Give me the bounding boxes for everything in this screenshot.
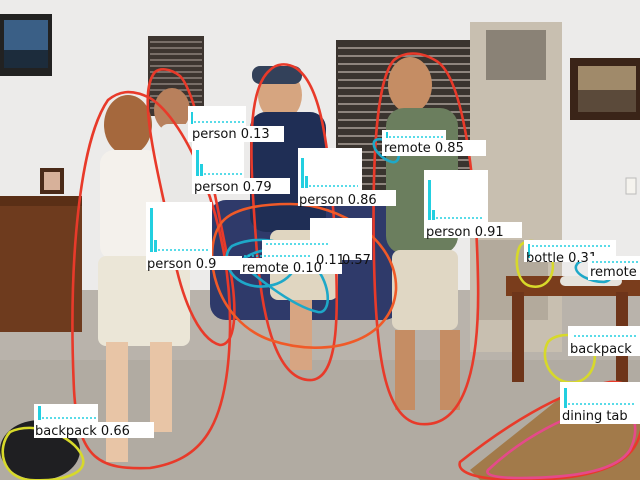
label-text: dining tab <box>562 409 628 424</box>
label-cluster-mid: 0.11 0.57 remote 0.10 <box>240 218 372 276</box>
person-green-leg2 <box>440 330 460 410</box>
label-text: person 0.86 <box>299 193 377 208</box>
dresser-top <box>0 196 82 206</box>
person-green-head <box>388 57 432 113</box>
label-remote-table: remote <box>588 256 640 280</box>
person-navy-leg <box>290 300 312 370</box>
label-person-013: person 0.13 <box>188 106 284 142</box>
person-woman-leg2 <box>150 342 172 432</box>
label-text: remote 0.10 <box>242 261 322 276</box>
label-backpack-table: backpack <box>568 326 640 357</box>
label-person-086: person 0.86 <box>298 148 396 208</box>
label-text: person 0.79 <box>194 180 272 195</box>
label-text: backpack <box>570 342 632 357</box>
label-text: remote <box>590 265 637 280</box>
detection-labels: person 0.13 person 0.79 person 0.86 remo… <box>34 106 640 439</box>
label-person-091: person 0.91 <box>424 170 522 240</box>
light-switch <box>625 177 637 195</box>
photo-small-art <box>44 172 60 190</box>
person-woman-top <box>100 150 160 260</box>
label-text: remote 0.85 <box>384 141 464 156</box>
label-text: person 0.91 <box>426 225 504 240</box>
person-outline-woman <box>71 90 232 470</box>
person-woman-head <box>104 95 152 155</box>
person-navy-cap <box>252 66 302 84</box>
label-backpack-066: backpack 0.66 <box>34 404 154 439</box>
label-text: bottle 0.31 <box>526 251 597 266</box>
person-back-head <box>154 88 190 132</box>
label-dining-table: dining tab <box>560 382 640 424</box>
label-text: backpack 0.66 <box>35 424 130 439</box>
label-text: person 0.9 <box>147 257 216 272</box>
person-woman-leg1 <box>106 342 128 462</box>
dresser <box>0 196 82 332</box>
person-green-shorts <box>392 250 458 330</box>
label-remote-085: remote 0.85 <box>382 130 486 156</box>
picture-city <box>4 50 48 68</box>
label-person-09: person 0.9 <box>146 202 242 272</box>
label-text: 0.57 <box>342 253 371 268</box>
picture-art-ground <box>578 90 636 112</box>
label-bottle-031: bottle 0.31 <box>524 240 616 266</box>
heater-grille <box>486 30 546 80</box>
dining-table-outline-inner <box>486 404 637 480</box>
person-outline-back <box>146 68 236 347</box>
person-woman-shorts <box>98 256 190 346</box>
label-text: person 0.13 <box>192 127 270 142</box>
side-table-leg-left <box>512 292 524 382</box>
label-text: 0.11 <box>316 253 345 268</box>
label-person-079: person 0.79 <box>192 142 290 195</box>
person-outline-mid <box>210 202 398 349</box>
person-green-leg1 <box>395 330 415 410</box>
